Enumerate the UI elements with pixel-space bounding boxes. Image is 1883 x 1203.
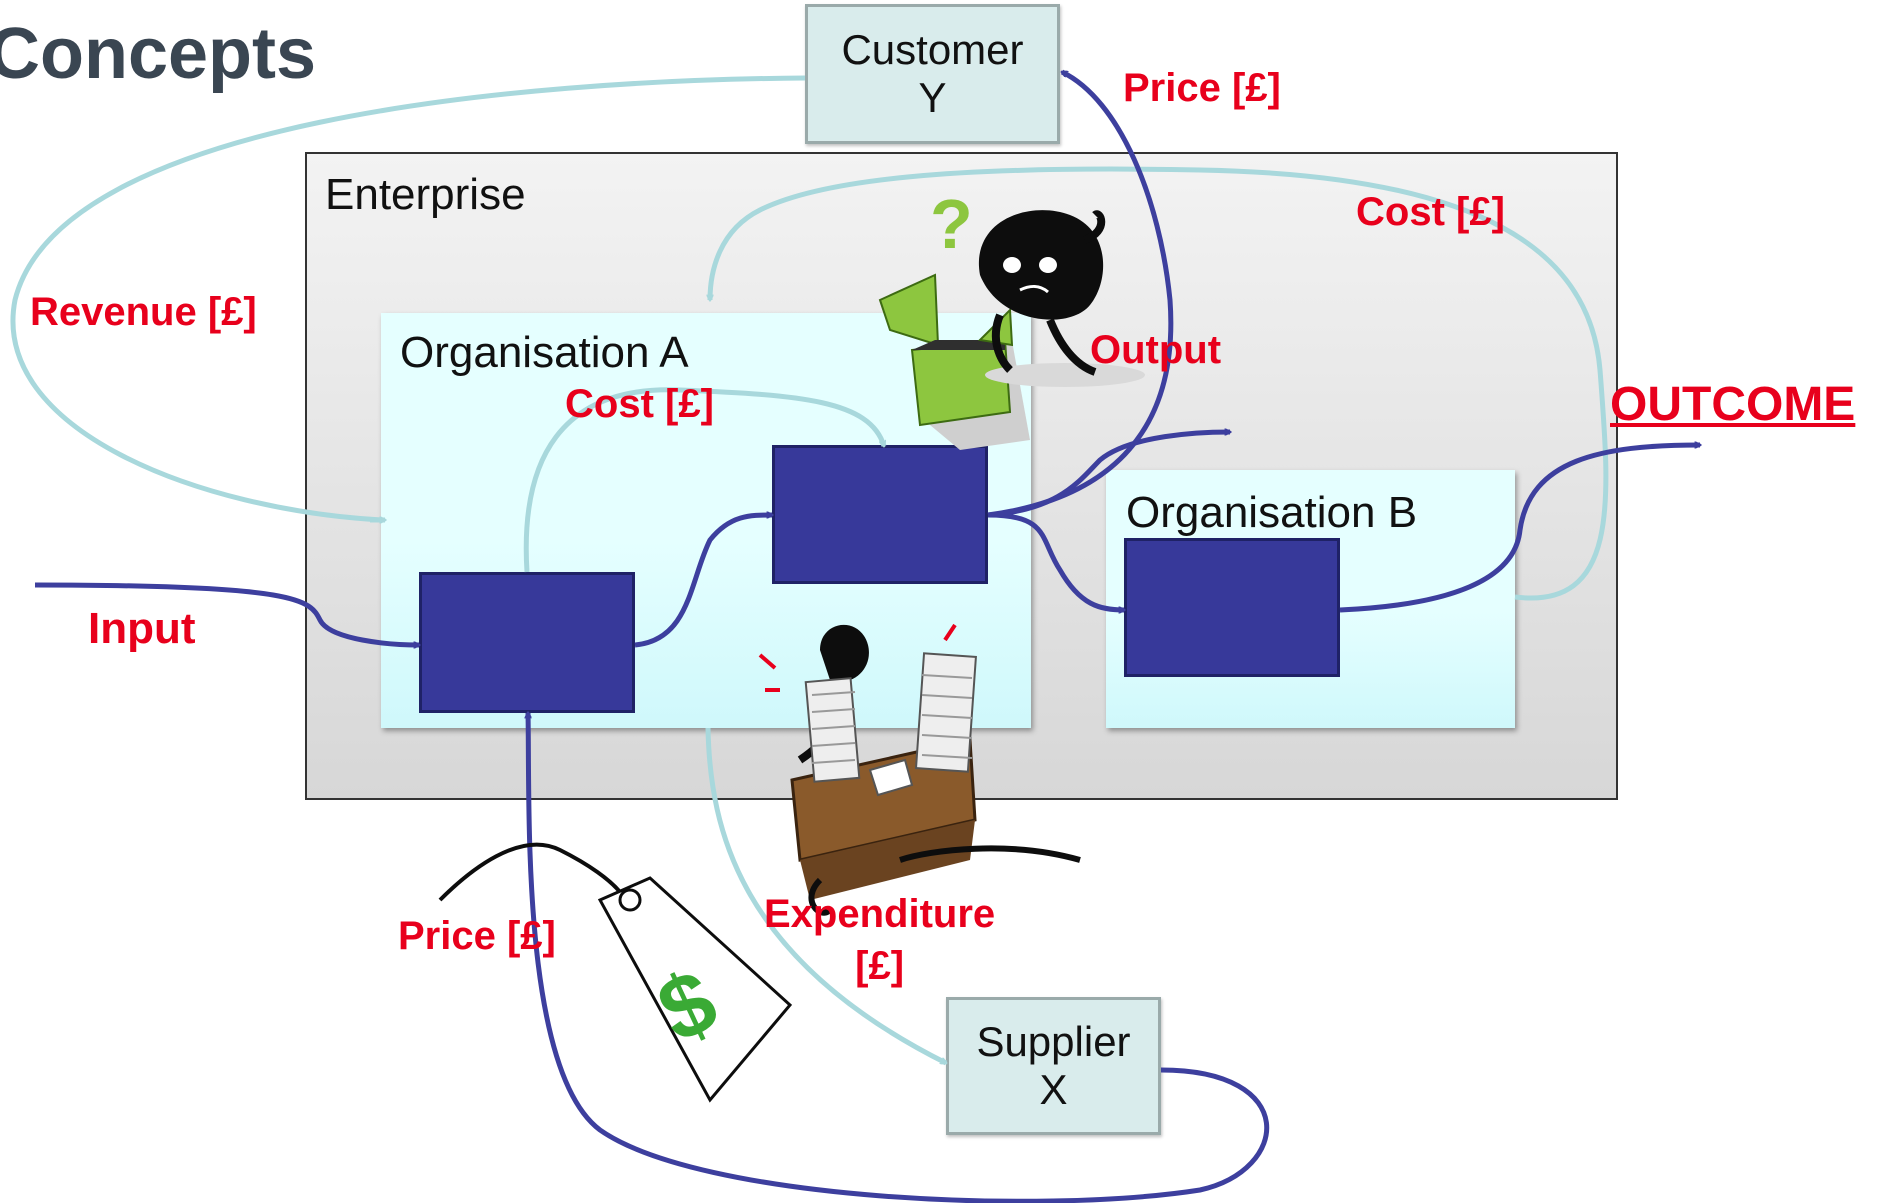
supplier-box: Supplier X bbox=[946, 997, 1161, 1135]
price-customer-label: Price [£] bbox=[1123, 66, 1281, 110]
outcome-arrow bbox=[1339, 445, 1700, 613]
customer-name: Customer bbox=[841, 26, 1024, 73]
enterprise-label: Enterprise bbox=[325, 170, 526, 219]
cost-a-arrow bbox=[523, 387, 884, 573]
stressed-worker-icon bbox=[758, 623, 1081, 916]
input-label: Input bbox=[88, 604, 196, 653]
customer-box: Customer Y bbox=[805, 4, 1060, 144]
process-box-2 bbox=[772, 445, 988, 584]
price-supplier-arrow bbox=[528, 713, 1270, 1203]
expenditure-label-line1: Expenditure bbox=[764, 892, 996, 936]
outcome-label: OUTCOME bbox=[1610, 378, 1856, 431]
expenditure-arrow bbox=[705, 727, 946, 1066]
process1-to-2-arrow bbox=[634, 515, 772, 648]
price-customer-arrow bbox=[987, 69, 1174, 518]
organisation-b-label: Organisation B bbox=[1126, 488, 1418, 537]
price-supplier-label: Price [£] bbox=[398, 914, 556, 958]
customer-id: Y bbox=[918, 74, 947, 121]
page-title: Concepts bbox=[0, 14, 317, 94]
process-box-1 bbox=[419, 572, 635, 713]
cost-a-label: Cost [£] bbox=[565, 382, 714, 426]
supplier-id: X bbox=[1039, 1066, 1068, 1113]
question-mark-icon: ? bbox=[930, 185, 973, 263]
confused-character-icon: ? bbox=[878, 185, 1145, 450]
supplier-name: Supplier bbox=[976, 1018, 1131, 1065]
cost-enterprise-arrow bbox=[710, 166, 1609, 601]
process-box-3 bbox=[1124, 538, 1340, 677]
revenue-arrow bbox=[10, 75, 806, 523]
output-arrow bbox=[987, 432, 1230, 518]
price-tag-icon: $ bbox=[438, 842, 793, 1103]
revenue-label: Revenue [£] bbox=[30, 290, 257, 334]
output-label: Output bbox=[1090, 328, 1222, 372]
money-flow-arrows bbox=[10, 75, 1609, 1066]
process2-to-3-arrow bbox=[987, 512, 1124, 610]
input-arrow bbox=[34, 582, 419, 645]
physical-flow-arrows bbox=[34, 69, 1700, 1203]
expenditure-label-line2: [£] bbox=[855, 944, 905, 988]
cost-enterprise-label: Cost [£] bbox=[1356, 190, 1505, 234]
organisation-a-label: Organisation A bbox=[400, 328, 689, 377]
expenditure-label: Expenditure [£] bbox=[764, 888, 995, 992]
